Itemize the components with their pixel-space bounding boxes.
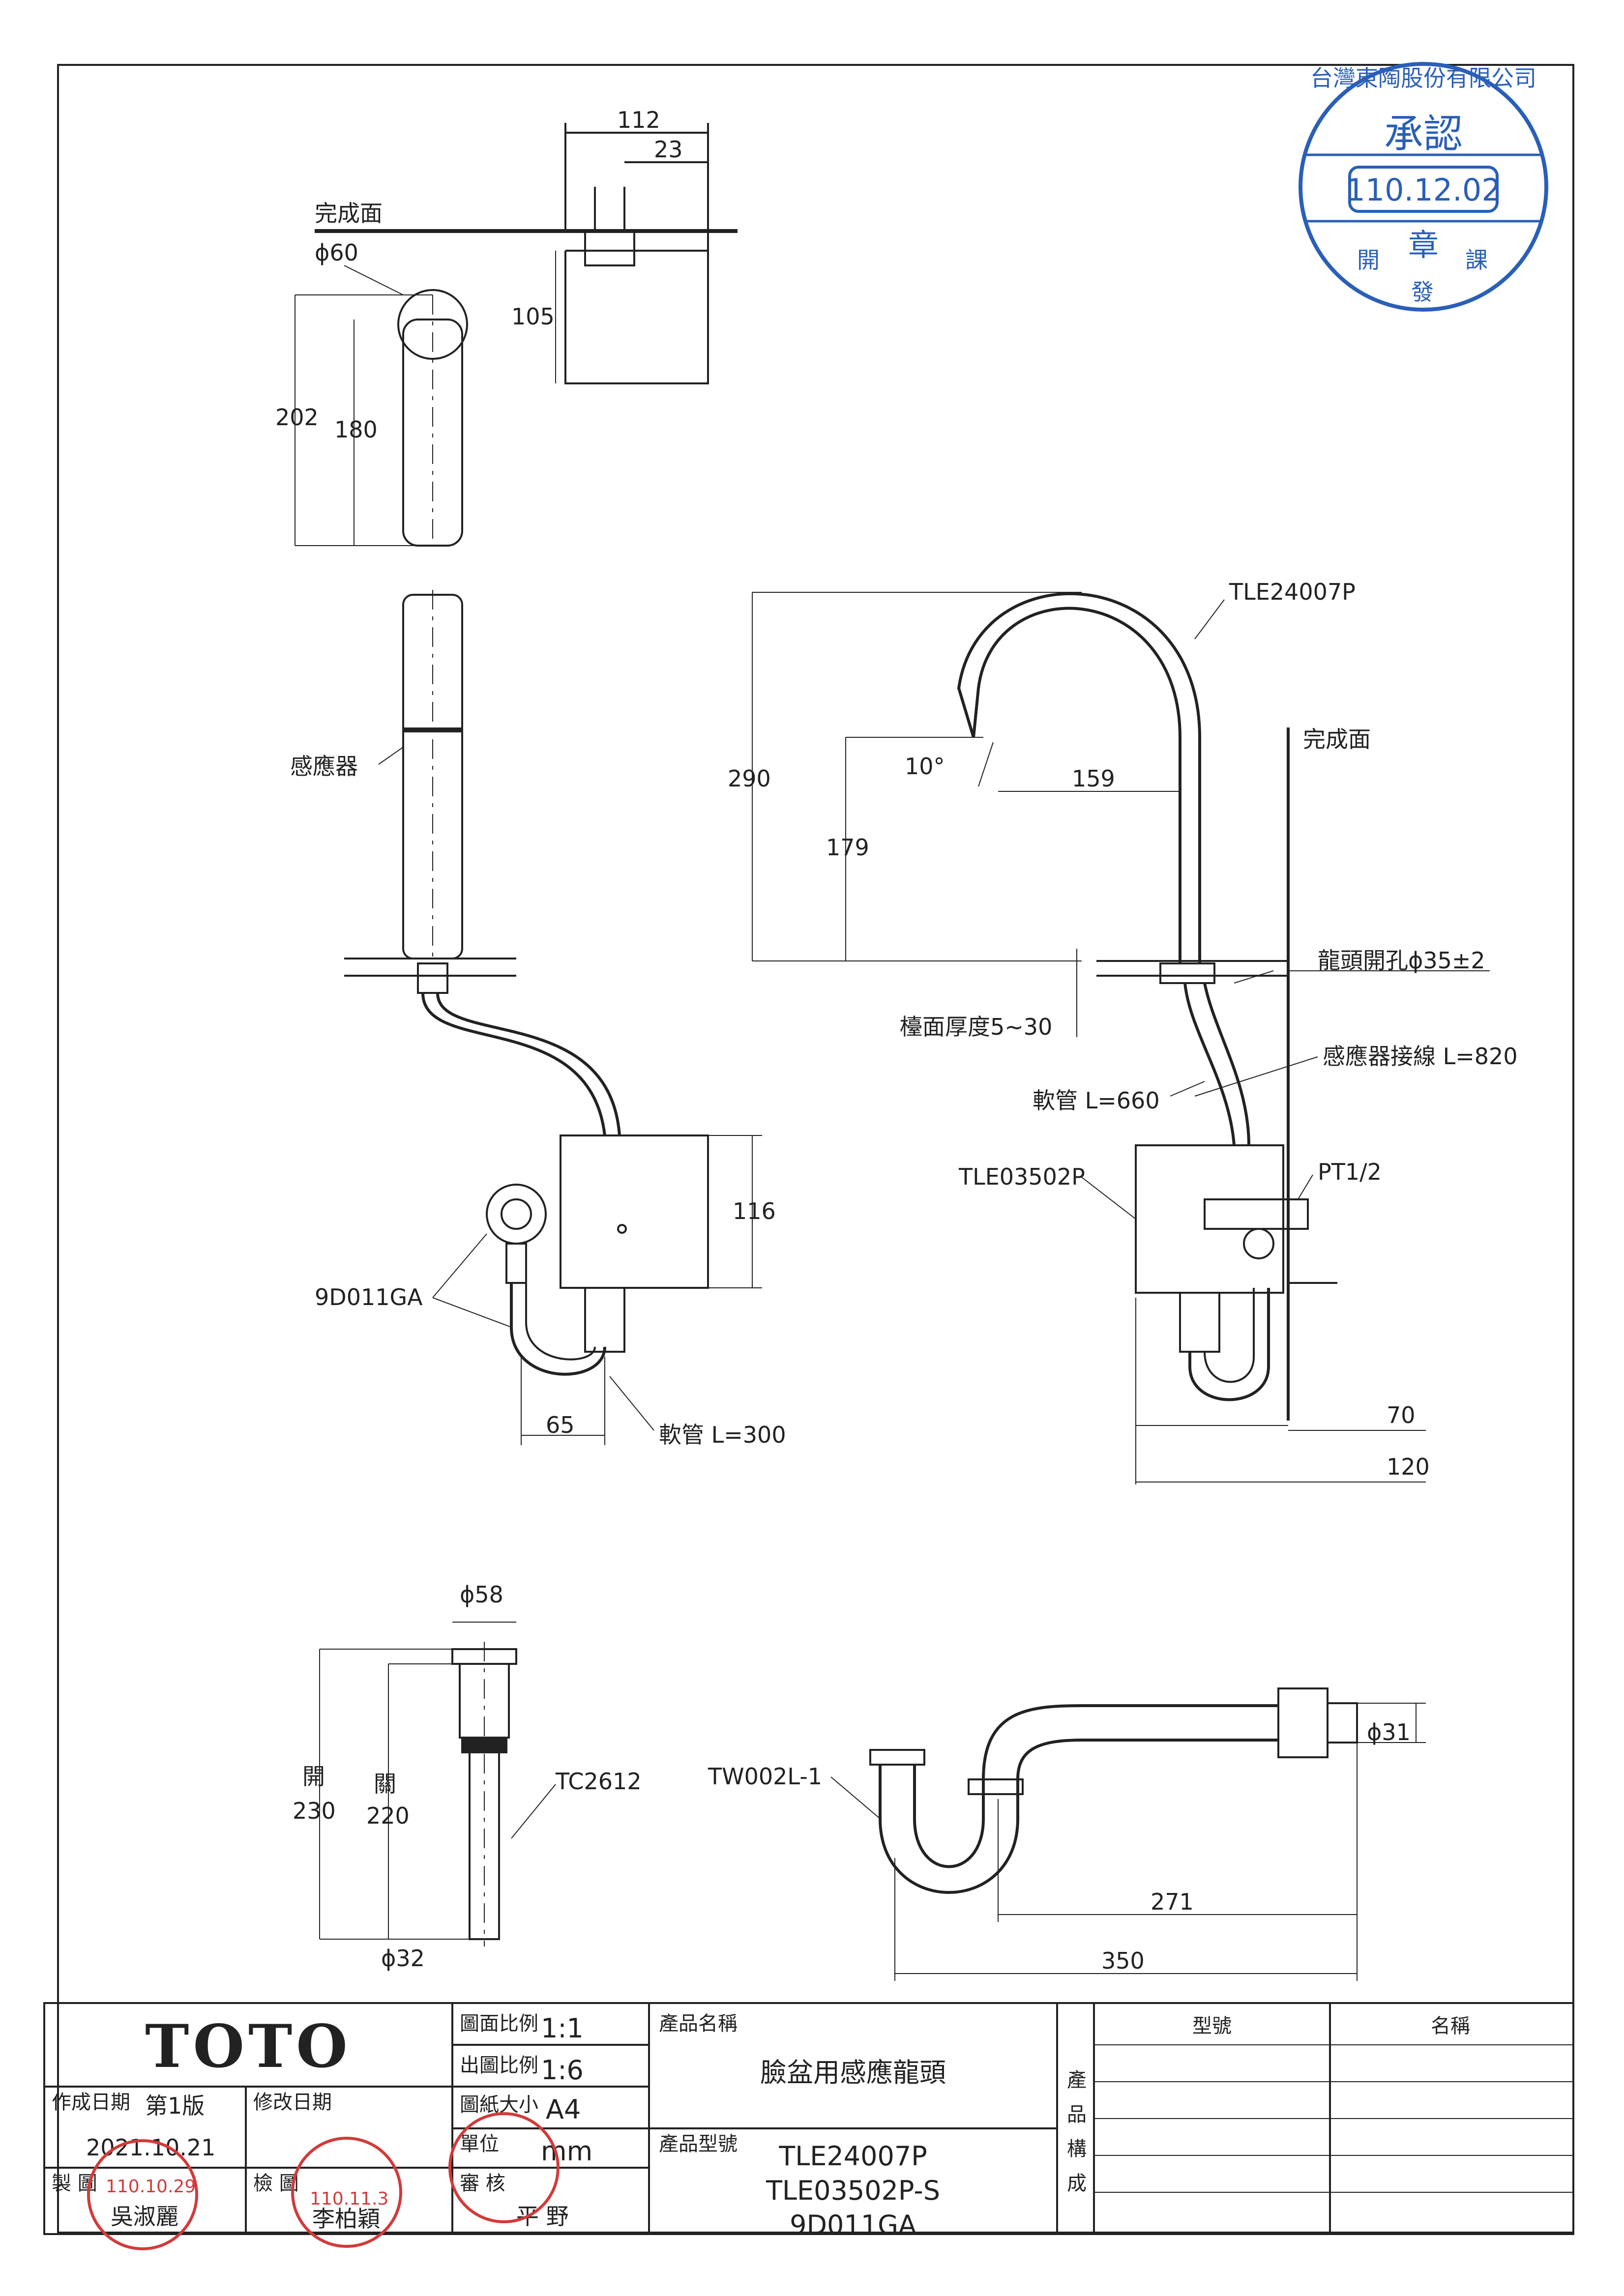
dim-116: 116 — [733, 1198, 776, 1224]
scale-label: 圖面比例 — [460, 2012, 538, 2035]
review-label: 審 核 — [460, 2172, 505, 2195]
top-view — [295, 123, 738, 547]
hose-660-label: 軟管 L=660 — [1033, 1087, 1160, 1114]
check-name: 李柏穎 — [312, 2206, 380, 2232]
composition-char-3: 構 — [1067, 2138, 1087, 2160]
dim-220: 220 — [366, 1802, 410, 1829]
created-date: 2021.10.21 — [86, 2134, 215, 2161]
drain-model-label: TC2612 — [555, 1768, 642, 1795]
box-model-label: TLE03502P — [958, 1163, 1085, 1190]
dim-202: 202 — [275, 404, 319, 431]
stamp-date: 110.12.02 — [1346, 172, 1501, 208]
approval-stamp — [1299, 62, 1548, 312]
dim-105: 105 — [511, 303, 555, 330]
side-finish-surface-label: 完成面 — [1303, 726, 1371, 753]
dim-350: 350 — [1101, 1947, 1145, 1974]
stamp-seal: 章 — [1408, 227, 1439, 263]
print-scale-label: 出圖比例 — [460, 2054, 538, 2077]
pt-label: PT1/2 — [1318, 1159, 1382, 1185]
hose-300-label: 軟管 L=300 — [659, 1422, 786, 1448]
open-label: 開 — [302, 1763, 325, 1790]
angle-10: 10° — [905, 753, 945, 780]
product-name-label: 產品名稱 — [659, 2012, 738, 2035]
dim-180: 180 — [334, 416, 378, 443]
trap-model-label: TW002L-1 — [708, 1763, 822, 1790]
model-3: 9D011GA — [790, 2209, 916, 2240]
dia-60: ϕ60 — [315, 239, 358, 266]
created-label: 作成日期 — [52, 2091, 130, 2114]
dim-23: 23 — [654, 136, 683, 163]
check-date: 110.11.3 — [310, 2189, 388, 2209]
paper-value: A4 — [546, 2094, 581, 2125]
dim-290: 290 — [728, 765, 771, 792]
dim-159: 159 — [1072, 765, 1115, 792]
unit-label: 單位 — [460, 2133, 499, 2155]
stamp-ring-text: 台灣東陶股份有限公司 — [1310, 65, 1536, 91]
drawn-name: 吳淑麗 — [111, 2203, 178, 2230]
col-model-header: 型號 — [1192, 2015, 1232, 2037]
composition-char-1: 產 — [1067, 2069, 1087, 2092]
model-2: TLE03502P-S — [766, 2175, 940, 2206]
scale-value: 1:1 — [541, 2013, 584, 2044]
print-scale-value: 1:6 — [541, 2055, 584, 2086]
signature-stamps — [87, 2112, 560, 2250]
sensor-cable-label: 感應器接線 L=820 — [1323, 1043, 1518, 1070]
revised-label: 修改日期 — [253, 2091, 332, 2114]
col-name-header: 名稱 — [1431, 2015, 1470, 2037]
sheet-border — [57, 64, 1574, 2234]
edition: 第1版 — [145, 2093, 205, 2119]
stamp-dept-right: 課 — [1465, 247, 1488, 273]
title-block — [43, 2002, 1574, 2235]
hole-label: 龍頭開孔ϕ35±2 — [1318, 947, 1485, 974]
front-view — [344, 590, 762, 1445]
stamp-dept-mid: 發 — [1411, 279, 1434, 305]
dim-230: 230 — [293, 1798, 336, 1824]
dim-271: 271 — [1151, 1889, 1194, 1915]
paper-label: 圖紙大小 — [460, 2093, 538, 2116]
drain-view — [319, 1622, 556, 1947]
side-view — [752, 592, 1490, 1484]
model-1: TLE24007P — [778, 2141, 927, 2172]
dia-58: ϕ58 — [460, 1581, 503, 1608]
dia-31: ϕ31 — [1367, 1719, 1411, 1745]
drawn-date: 110.10.29 — [106, 2177, 196, 2197]
product-model-label: 產品型號 — [659, 2133, 738, 2155]
dia-32: ϕ32 — [381, 1945, 425, 1972]
close-label: 關 — [374, 1771, 396, 1797]
counter-thickness-label: 檯面厚度5~30 — [900, 1014, 1052, 1040]
toto-logo: TOTO — [145, 2012, 352, 2081]
dim-112: 112 — [617, 107, 660, 133]
composition-char-2: 品 — [1067, 2103, 1087, 2126]
product-name: 臉盆用感應龍頭 — [760, 2057, 946, 2088]
dim-179: 179 — [826, 834, 869, 861]
valve-label: 9D011GA — [315, 1284, 423, 1310]
stamp-dept-left: 開 — [1357, 247, 1380, 273]
dim-70: 70 — [1387, 1402, 1416, 1428]
dim-65: 65 — [546, 1412, 575, 1438]
stamp-approved: 承認 — [1384, 111, 1463, 157]
dim-120: 120 — [1387, 1453, 1430, 1480]
composition-char-4: 成 — [1067, 2172, 1087, 2195]
faucet-model-label: TLE24007P — [1229, 579, 1356, 605]
unit-value: mm — [541, 2136, 592, 2167]
trap-view — [830, 1687, 1426, 1981]
sensor-label: 感應器 — [290, 753, 358, 780]
top-finish-surface-label: 完成面 — [315, 200, 383, 227]
